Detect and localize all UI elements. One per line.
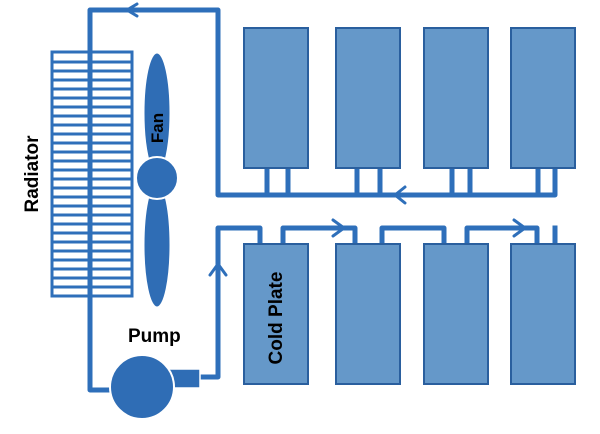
cold-plate-lower-1: [243, 243, 309, 385]
pump-icon: [109, 354, 201, 420]
coolant-pipes: [87, 7, 558, 393]
chevron-arrow-icon: [393, 185, 407, 205]
chevron-arrow-icon: [125, 2, 139, 18]
radiator: [50, 50, 134, 298]
fan-blade-bottom: [143, 182, 171, 308]
pipe-pump-to-plates: [195, 225, 263, 380]
flow-arrows: [125, 2, 527, 277]
chevron-arrow-icon: [331, 218, 346, 238]
cold-plate-upper-3: [423, 27, 489, 169]
fan-icon: [135, 52, 179, 308]
cold-plate-upper-4: [510, 27, 576, 169]
cold-plate-label: Cold Plate: [266, 272, 287, 365]
pipe-lower-1-2: [280, 225, 358, 247]
cold-plate-upper-1: [243, 27, 309, 169]
fan-label: Fan: [148, 113, 167, 143]
pump-label: Pump: [128, 326, 181, 347]
chevron-arrow-icon: [208, 262, 228, 277]
pipe-top-return: [87, 7, 558, 198]
radiator-label: Radiator: [22, 135, 43, 213]
fan-hub: [135, 156, 179, 200]
cold-plates: [243, 27, 576, 385]
cold-plate-upper-2: [335, 27, 401, 169]
pipe-lower-2-3: [379, 225, 447, 247]
cold-plate-lower-4: [510, 243, 576, 385]
pump-body: [109, 354, 175, 420]
cold-plate-lower-2: [335, 243, 401, 385]
pipe-lower-3-4: [464, 225, 540, 247]
chevron-arrow-icon: [512, 218, 527, 238]
cold-plate-lower-3: [423, 243, 489, 385]
